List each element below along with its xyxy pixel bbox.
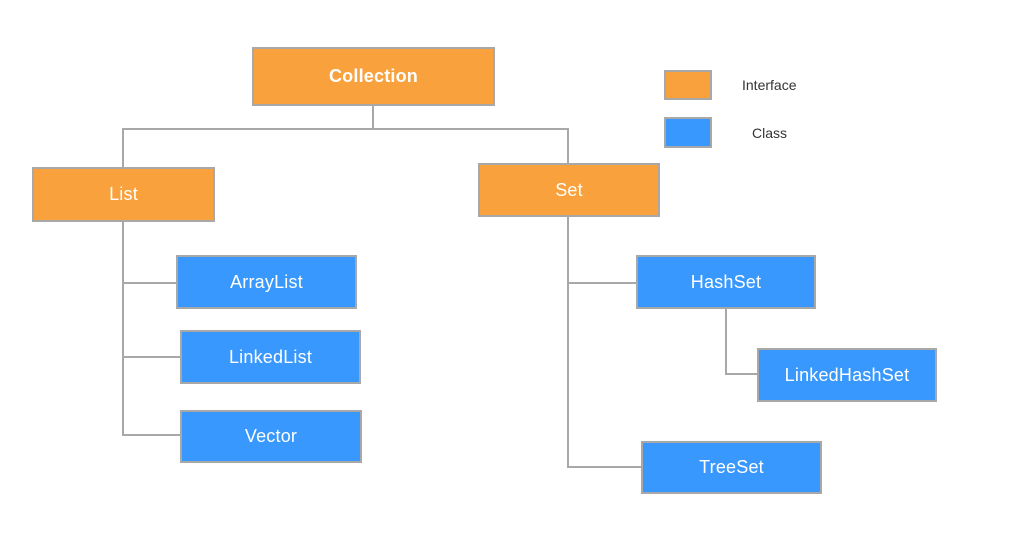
- node-hashset-label: HashSet: [690, 271, 762, 292]
- connector-main-horizontal: [122, 128, 569, 130]
- connector-linkedhashset-horizontal: [725, 373, 757, 375]
- legend-interface-label: Interface: [742, 70, 796, 100]
- legend-class-label: Class: [752, 117, 787, 148]
- connector-linkedlist-stub: [122, 356, 180, 358]
- connector-list-trunk: [122, 222, 124, 436]
- connector-vector-stub: [122, 434, 180, 436]
- connector-linkedhashset-vertical: [725, 309, 727, 375]
- node-collection-label: Collection: [328, 66, 418, 86]
- node-linkedhashset: LinkedHashSet: [757, 348, 937, 402]
- node-vector: Vector: [180, 410, 362, 463]
- node-linkedlist: LinkedList: [180, 330, 361, 384]
- node-treeset: TreeSet: [641, 441, 822, 494]
- node-set: Set: [478, 163, 660, 217]
- node-collection: Collection: [252, 47, 495, 106]
- node-linkedlist-label: LinkedList: [228, 346, 313, 367]
- connector-arraylist-stub: [122, 282, 176, 284]
- node-linkedhashset-label: LinkedHashSet: [784, 364, 910, 385]
- connector-hashset-stub: [567, 282, 636, 284]
- node-treeset-label: TreeSet: [699, 457, 764, 477]
- node-list-label: List: [109, 184, 138, 204]
- connector-to-list: [122, 128, 124, 167]
- legend-interface-text: Interface: [742, 77, 797, 93]
- legend-class-swatch: [664, 117, 712, 148]
- connector-set-trunk: [567, 217, 569, 468]
- node-list: List: [32, 167, 215, 222]
- legend-class-text: Class: [752, 124, 788, 141]
- connector-collection-down: [372, 106, 374, 130]
- connector-to-set: [567, 128, 569, 163]
- node-hashset: HashSet: [636, 255, 816, 309]
- node-arraylist: ArrayList: [176, 255, 357, 309]
- legend-interface-swatch: [664, 70, 712, 100]
- node-set-label: Set: [555, 179, 583, 200]
- connector-treeset-stub: [567, 466, 641, 468]
- node-vector-label: Vector: [244, 426, 298, 446]
- node-arraylist-label: ArrayList: [230, 271, 303, 292]
